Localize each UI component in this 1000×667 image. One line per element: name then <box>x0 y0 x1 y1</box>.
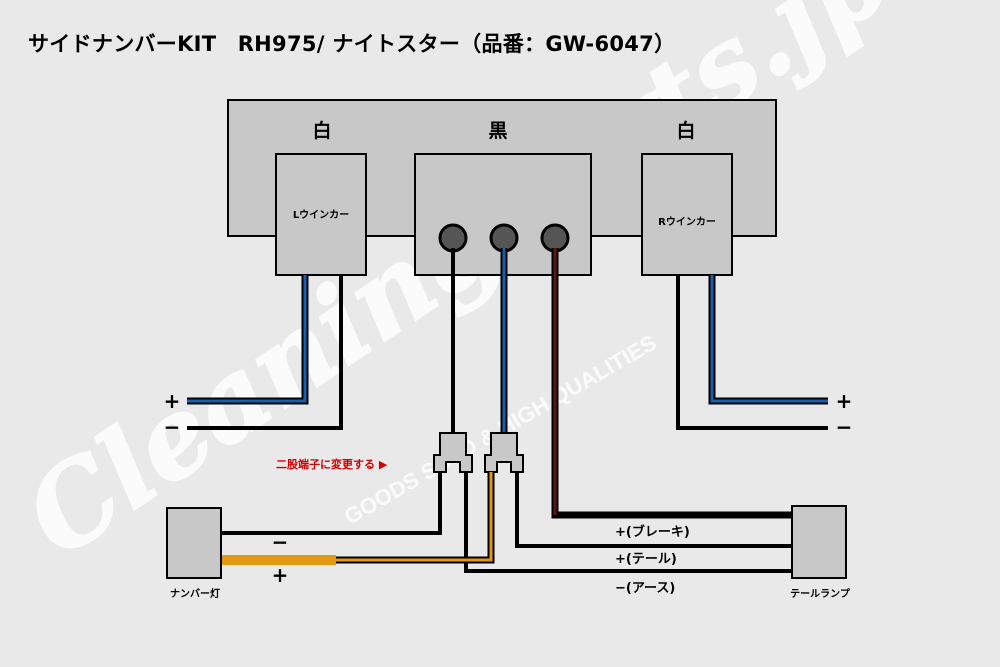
page-title: サイドナンバーKIT RH975/ ナイトスター（品番：GW-6047） <box>28 32 676 56</box>
r-winker-blue-wire-core <box>710 275 828 403</box>
tail-lamp <box>791 505 847 579</box>
fork-terminal-2 <box>484 432 524 473</box>
watermark-script: CleaningParts.jp <box>4 0 910 582</box>
terminal-3 <box>540 223 570 253</box>
number-light <box>166 507 222 579</box>
housing-label-left: 白 <box>312 119 331 142</box>
r-winker-block <box>641 153 733 276</box>
earth-wire-label: −(アース) <box>615 581 675 596</box>
l-winker-blue-wire-core <box>187 275 307 403</box>
housing-label-right: 白 <box>676 119 695 142</box>
fork-terminal-1 <box>433 432 473 473</box>
l-winker-black-wire <box>187 275 343 430</box>
number-minus-sign: − <box>272 530 289 554</box>
r-winker-blue-wire <box>708 275 828 405</box>
l-winker-block <box>275 153 367 276</box>
earth-to-number-light-wire <box>221 472 442 535</box>
terminal-1 <box>438 223 468 253</box>
l-winker-label: Lウインカー <box>293 209 349 221</box>
right-plus-sign: + <box>836 389 853 413</box>
number-plus-sign: + <box>272 563 289 587</box>
brake-wire-label: +(ブレーキ) <box>615 524 690 540</box>
left-plus-sign: + <box>164 389 181 413</box>
tail-wire-label: +(テール) <box>615 552 677 567</box>
tail-to-tail-lamp-wire <box>515 472 792 548</box>
tail-lamp-label: テールランプ <box>790 587 851 600</box>
r-winker-label: Rウインカー <box>658 216 716 228</box>
r-winker-black-wire <box>676 275 828 430</box>
wire-shade <box>221 555 336 565</box>
left-minus-sign: − <box>164 415 181 439</box>
housing-label-center: 黒 <box>488 120 507 142</box>
watermark: CleaningParts.jp GOODS SOLD & HIGH QUALI… <box>3 0 911 583</box>
earth-to-tail-lamp-wire <box>464 472 792 573</box>
terminal-2 <box>489 223 519 253</box>
fork-terminal-annotation: 二股端子に変更する ▶ <box>276 457 388 471</box>
number-light-label: ナンバー灯 <box>170 587 220 600</box>
right-minus-sign: − <box>836 415 853 439</box>
